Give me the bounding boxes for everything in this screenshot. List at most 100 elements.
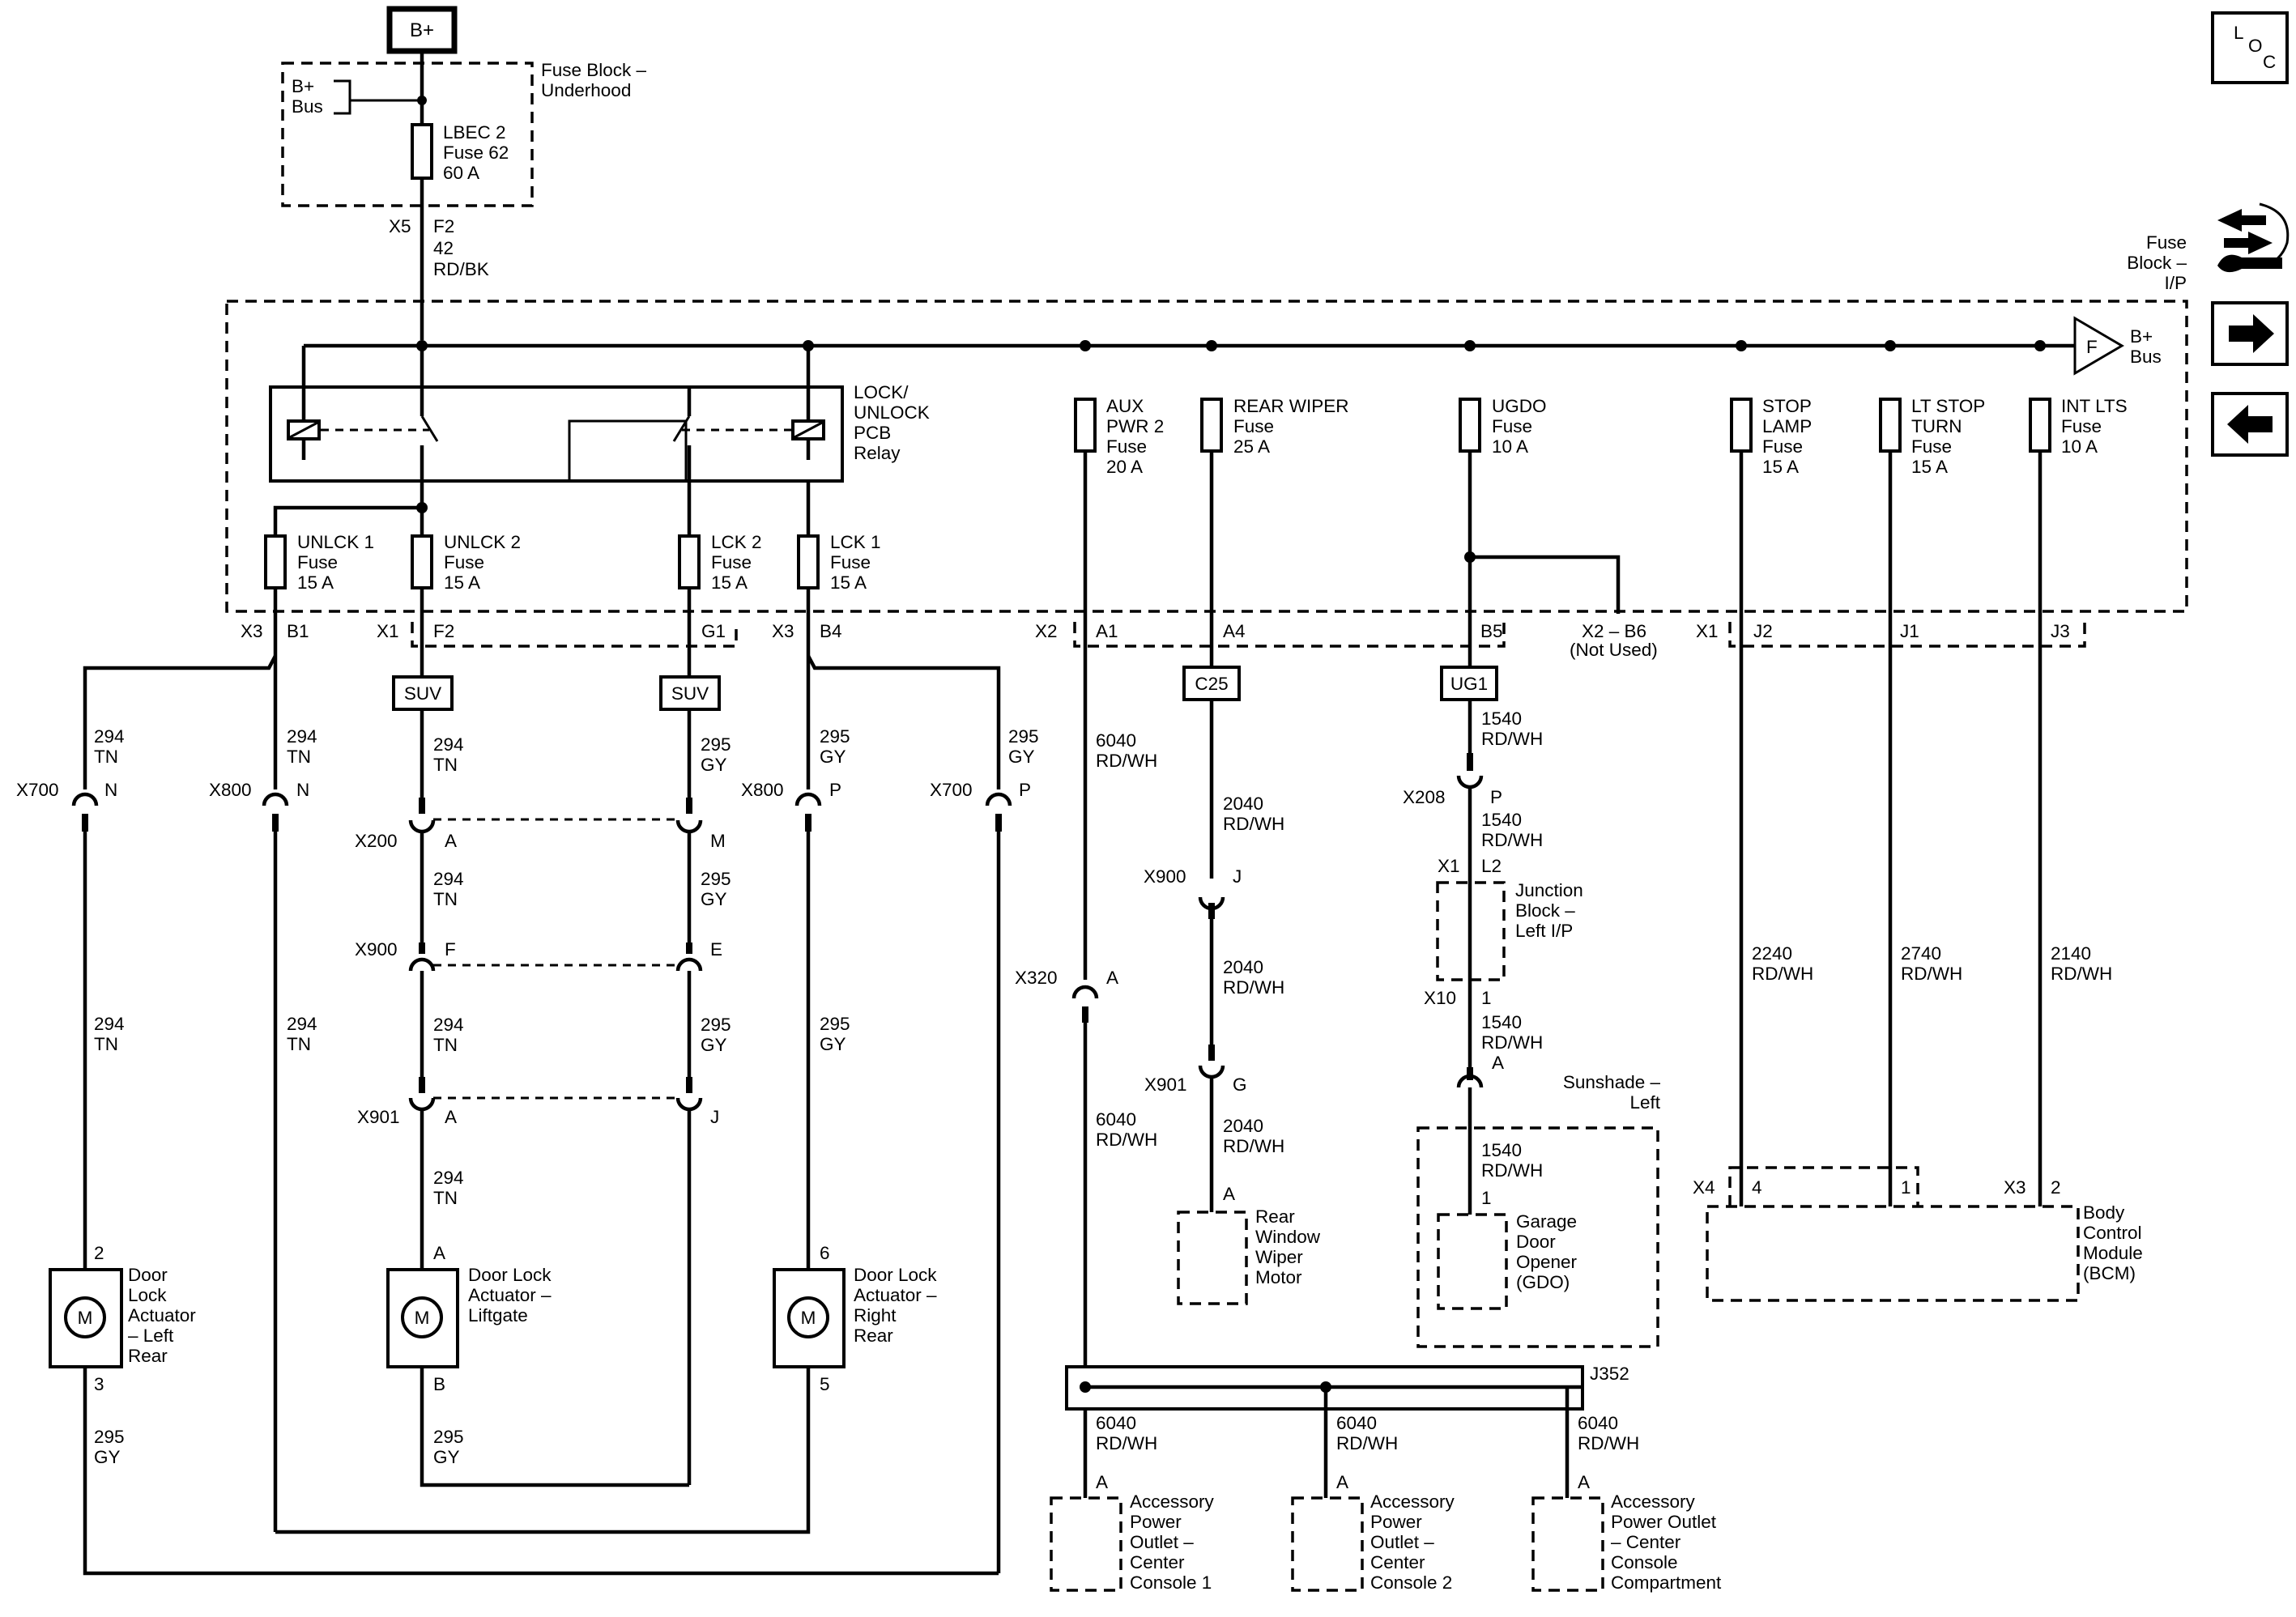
label-text: RD/WH — [1481, 1160, 1543, 1181]
label-text: LAMP — [1762, 416, 1812, 436]
label-text: 10 A — [1492, 436, 1528, 457]
label-text: Console — [1611, 1552, 1678, 1572]
label-text: 295 — [820, 1014, 850, 1034]
label-text: 294 — [433, 1168, 464, 1188]
label-text: REAR WIPER — [1233, 396, 1349, 416]
label-text: UNLOCK — [854, 402, 930, 423]
label-text: AUX — [1106, 396, 1144, 416]
fuse-lt-stop-turn: LT STOP TURN Fuse 15 A — [1879, 396, 1985, 477]
label-text: Block – — [1515, 900, 1575, 921]
label-text: 2240 — [1752, 943, 1792, 964]
label-text: 2740 — [1901, 943, 1941, 964]
underhood-bus-label: B+ — [292, 76, 314, 96]
label-text: RD/WH — [1096, 1433, 1157, 1453]
body-control-module: X4 4 1 X3 2 Body Control Module (BCM) — [1693, 1166, 2143, 1302]
label-text: X900 — [1144, 866, 1186, 887]
label-text: Fuse — [1762, 436, 1803, 457]
fuse-lck1: LCK 1 Fuse 15 A — [797, 532, 881, 593]
label-text: 294 — [94, 1014, 125, 1034]
label-text: Fuse 62 — [443, 143, 509, 163]
door-lock-actuator-liftgate: M A B Door Lock Actuator – Liftgate — [386, 1243, 552, 1394]
label-text: GY — [1008, 747, 1035, 767]
label-text: 6040 — [1578, 1413, 1618, 1433]
label-text: UNLCK 1 — [297, 532, 374, 552]
label-text: L — [2234, 23, 2244, 43]
label-text: 2 — [94, 1243, 104, 1263]
label-text: TN — [433, 1188, 458, 1208]
component-locator-icon[interactable] — [2217, 202, 2290, 273]
label-text: PWR 2 — [1106, 416, 1164, 436]
sunshade-left: Sunshade – Left — [1416, 1072, 1661, 1348]
fuse-int-lts: INT LTS Fuse 10 A — [2029, 396, 2128, 457]
label-text: RD/WH — [1752, 964, 1813, 984]
label-text: 15 A — [297, 572, 334, 593]
label-text: (GDO) — [1516, 1272, 1570, 1292]
accessory-power-outlet-console-1: A Accessory Power Outlet – Center Consol… — [1050, 1472, 1215, 1593]
label-text: Fuse — [297, 552, 338, 572]
label-text: Accessory — [1611, 1491, 1696, 1512]
fuse-block-ip: Fuse Block – I/P F B+ Bus — [225, 232, 2188, 614]
label-text: 6 — [820, 1243, 830, 1263]
label-text: GY — [820, 1034, 846, 1054]
label-text: B — [433, 1374, 445, 1394]
previous-page-button[interactable] — [2211, 392, 2289, 457]
label-text: 1540 — [1481, 1012, 1522, 1032]
door-lock-actuator-right-rear: M 6 5 Door Lock Actuator – Right Rear — [773, 1243, 937, 1394]
fuse-ugdo: UGDO Fuse 10 A — [1459, 396, 1547, 457]
label-text: Fuse — [1233, 416, 1274, 436]
label-text: Opener — [1516, 1252, 1578, 1272]
inline-connector-x901-wiper: X901 G — [1144, 1045, 1247, 1095]
label-text: 1540 — [1481, 1140, 1522, 1160]
label-text: 294 — [94, 726, 125, 747]
label-text: Garage — [1516, 1211, 1577, 1232]
label-text: (BCM) — [2083, 1263, 2136, 1283]
label-text: RD/WH — [1223, 977, 1284, 998]
next-page-button[interactable] — [2211, 301, 2289, 366]
label-text: J — [1233, 866, 1242, 887]
label-text: Door — [1516, 1232, 1556, 1252]
label-text: RD/WH — [1481, 830, 1543, 850]
label-text: 6040 — [1336, 1413, 1377, 1433]
fuse-lbec2 — [411, 123, 433, 180]
label-text: 25 A — [1233, 436, 1270, 457]
label-text: TN — [94, 747, 118, 767]
accessory-power-outlet-console-2: A Accessory Power Outlet – Center Consol… — [1291, 1472, 1455, 1593]
label-text: M — [710, 831, 726, 851]
label-text: 1 — [1481, 1188, 1492, 1208]
label-text: N — [296, 780, 309, 800]
label-text: 15 A — [830, 572, 867, 593]
label-text: Body — [2083, 1202, 2125, 1223]
label-text: UG1 — [1450, 674, 1488, 694]
label-text: N — [104, 780, 117, 800]
label-text: Sunshade – — [1563, 1072, 1661, 1092]
label-text: X10 — [1424, 988, 1456, 1008]
label-text: Power — [1370, 1512, 1422, 1532]
label-text: M — [78, 1308, 93, 1328]
label-text: Bus — [292, 96, 323, 117]
label-text: UGDO — [1492, 396, 1547, 416]
label-text: 294 — [287, 726, 317, 747]
label-text: Bus — [2130, 347, 2162, 367]
label-text: Wiper — [1255, 1247, 1303, 1267]
label-text: LBEC 2 — [443, 122, 506, 143]
label-text: X2 — [1035, 621, 1058, 641]
label-text: RD/WH — [1096, 751, 1157, 771]
label-text: A — [445, 1107, 457, 1127]
label-text: Liftgate — [468, 1305, 528, 1326]
label-text: RD/WH — [2051, 964, 2112, 984]
label-text: P — [829, 780, 841, 800]
accessory-power-outlet-console-compartment: A Accessory Power Outlet – Center Consol… — [1531, 1472, 1722, 1593]
label-text: Junction — [1515, 880, 1583, 900]
label-text: 1 — [1481, 988, 1492, 1008]
arrow-left-icon — [2227, 405, 2273, 444]
label-text: STOP — [1762, 396, 1812, 416]
label-text: X1 — [377, 621, 399, 641]
loc-badge[interactable]: L O C — [2211, 11, 2289, 84]
label-text: Actuator – — [854, 1285, 937, 1305]
battery-source: B+ — [386, 6, 458, 63]
inline-connector-x901-lock: X901 A J — [357, 1077, 719, 1127]
label-text: Relay — [854, 443, 901, 463]
label-text: 295 — [1008, 726, 1039, 747]
inline-connector-x900-wiper: X900 J — [1144, 866, 1242, 919]
